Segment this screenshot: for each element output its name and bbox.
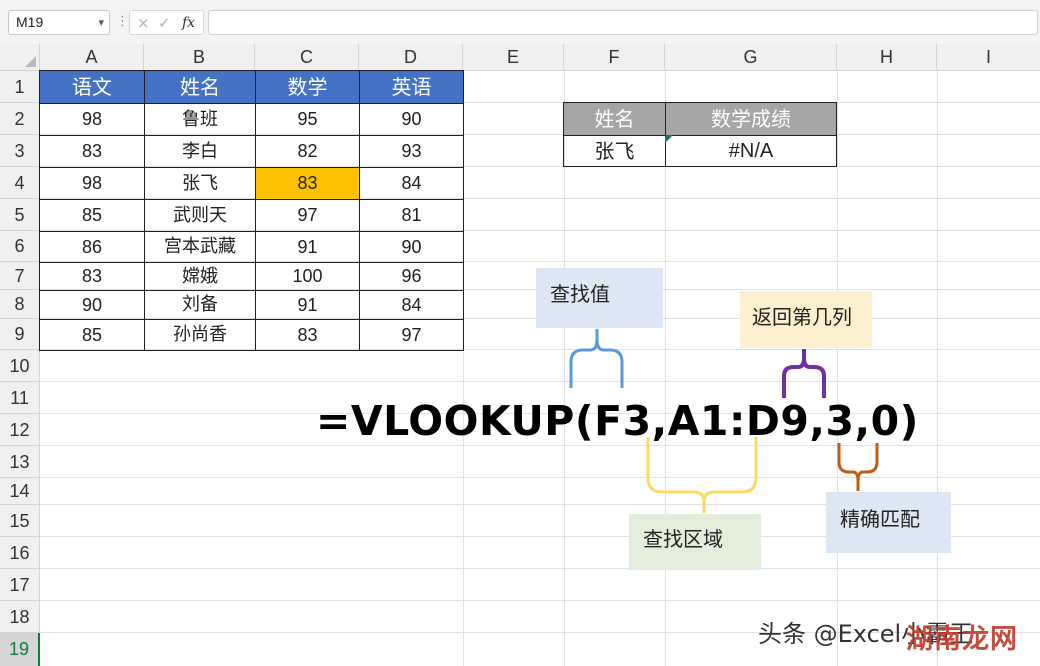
lookup-header-cell[interactable]: 姓名 <box>563 102 666 136</box>
callout-exact-match: 精确匹配 <box>826 492 951 553</box>
watermark-overlay: 湖南龙网 <box>906 624 1018 655</box>
gridline <box>40 166 1040 167</box>
gridline <box>665 71 666 666</box>
table-cell[interactable]: 97 <box>359 319 464 351</box>
gridline <box>40 230 1040 231</box>
column-header-i[interactable]: I <box>937 44 1040 71</box>
gridline <box>40 198 1040 199</box>
gridline <box>40 349 1040 350</box>
formula-input[interactable] <box>208 10 1038 35</box>
gridline <box>40 568 1040 569</box>
brace-lookup-value <box>569 329 624 388</box>
cancel-icon[interactable]: × <box>137 14 150 32</box>
gridline <box>40 536 1040 537</box>
row-header[interactable]: 6 <box>0 231 40 262</box>
brace-exact-match <box>837 443 879 491</box>
table-cell-highlighted[interactable]: 83 <box>255 167 360 200</box>
name-box[interactable]: M19 ▾ <box>8 10 110 35</box>
gridline <box>40 477 1040 478</box>
brace-column-index <box>782 349 826 398</box>
gridline <box>937 71 938 666</box>
row-header[interactable]: 14 <box>0 478 40 505</box>
row-header[interactable]: 18 <box>0 601 40 633</box>
table-header-cell[interactable]: 数学 <box>255 70 360 104</box>
column-header-h[interactable]: H <box>837 44 937 71</box>
more-vert-icon: ⋮ <box>116 14 129 29</box>
callout-lookup-range: 查找区域 <box>629 514 761 570</box>
gridline <box>40 134 1040 135</box>
formula-bar: M19 ▾ ⋮ × ✓ fx <box>0 0 1040 44</box>
column-header-d[interactable]: D <box>359 44 463 71</box>
lookup-name-cell[interactable]: 张飞 <box>563 135 666 167</box>
gridline <box>40 381 1040 382</box>
row-header[interactable]: 11 <box>0 382 40 414</box>
gridline <box>463 71 464 666</box>
gridline <box>40 504 1040 505</box>
row-header[interactable]: 15 <box>0 505 40 537</box>
column-header-b[interactable]: B <box>144 44 255 71</box>
error-indicator-icon[interactable] <box>665 135 673 143</box>
row-header[interactable]: 3 <box>0 135 40 167</box>
gridline <box>40 600 1040 601</box>
select-all-corner[interactable] <box>0 44 40 71</box>
watermark-text: 头条 @Excel小霸王 <box>758 620 974 648</box>
name-box-value: M19 <box>16 14 44 30</box>
row-header[interactable]: 10 <box>0 350 40 382</box>
gridline <box>40 445 1040 446</box>
callout-lookup-value: 查找值 <box>536 268 663 328</box>
row-header[interactable]: 2 <box>0 103 40 135</box>
table-header-cell[interactable]: 英语 <box>359 70 464 104</box>
formula-bar-buttons: × ✓ fx <box>129 10 204 35</box>
chevron-down-icon[interactable]: ▾ <box>98 17 104 29</box>
gridline <box>40 632 1040 633</box>
insert-function-icon[interactable]: fx <box>182 15 196 31</box>
row-header[interactable]: 13 <box>0 446 40 478</box>
row-header[interactable]: 7 <box>0 262 40 290</box>
gridline <box>40 413 1040 414</box>
brace-lookup-range <box>646 437 758 513</box>
gridline <box>837 71 838 666</box>
formula-text: =VLOOKUP(F3,A1:D9,3,0) <box>316 397 919 445</box>
gridline <box>564 71 565 666</box>
column-header-g[interactable]: G <box>665 44 837 71</box>
lookup-header-cell[interactable]: 数学成绩 <box>665 102 837 136</box>
gridline <box>40 261 1040 262</box>
row-header[interactable]: 17 <box>0 569 40 601</box>
row-header[interactable]: 8 <box>0 290 40 319</box>
gridline <box>40 102 1040 103</box>
lookup-result-cell[interactable]: #N/A <box>665 135 837 167</box>
callout-column-index: 返回第几列 <box>740 291 872 348</box>
column-header-f[interactable]: F <box>564 44 665 71</box>
enter-icon[interactable]: ✓ <box>158 14 171 32</box>
row-header[interactable]: 5 <box>0 199 40 231</box>
row-header[interactable]: 16 <box>0 537 40 569</box>
row-header[interactable]: 12 <box>0 414 40 446</box>
row-header-selected[interactable]: 19 <box>0 633 40 666</box>
column-header-a[interactable]: A <box>40 44 144 71</box>
select-all-icon <box>25 56 36 67</box>
column-header-e[interactable]: E <box>463 44 564 71</box>
table-header-cell[interactable]: 姓名 <box>144 70 256 104</box>
